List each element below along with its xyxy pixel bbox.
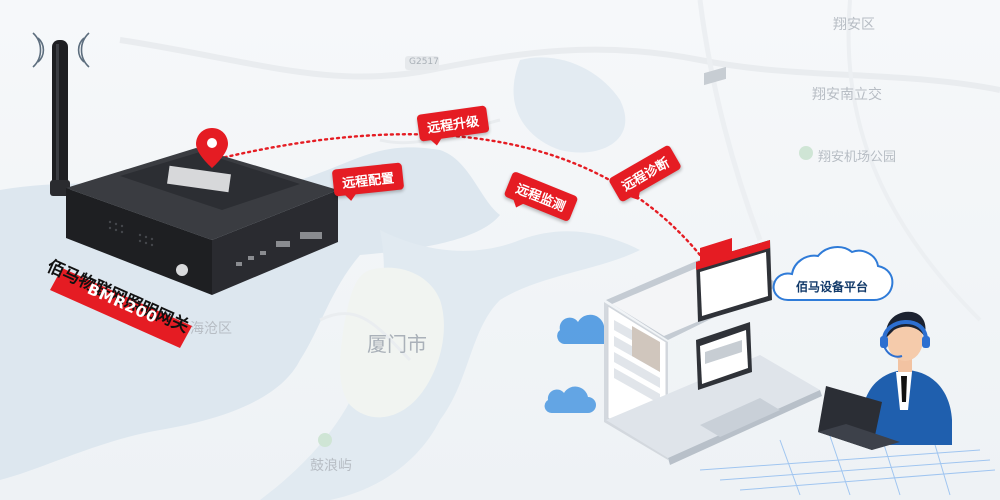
road <box>697 0 763 241</box>
platform-name: 佰马设备平台 <box>796 280 869 294</box>
map-label-gulangyu: 鼓浪屿 <box>310 458 352 474</box>
cloud-icon <box>557 314 613 344</box>
map-label-xiangan-district: 翔安区 <box>833 17 875 33</box>
cloud-icon <box>544 386 596 414</box>
model-ribbon <box>50 268 192 348</box>
platform-cloud-icon <box>772 246 894 301</box>
connection-arc <box>211 133 702 257</box>
map-label-haicang-district: 海沧区 <box>190 321 232 337</box>
road <box>319 312 412 362</box>
highway-shield-icon <box>405 56 439 70</box>
antenna-icon <box>50 40 70 196</box>
gateway-device-icon <box>66 148 338 295</box>
location-pin-icon <box>196 128 228 168</box>
map-label-highway: G2517 <box>409 57 439 67</box>
dashboard-panel-icon <box>696 322 752 390</box>
sea-area <box>260 230 640 500</box>
wifi-signal-icon <box>32 32 90 68</box>
park-marker-icon <box>318 433 332 447</box>
map-label-xiangan-nanlijiao: 翔安南立交 <box>812 87 882 103</box>
road <box>119 37 1000 93</box>
operator-icon <box>818 311 952 450</box>
dashboard-panel-icon <box>700 238 732 266</box>
map-label-xiamen-city: 厦门市 <box>367 332 427 356</box>
dashboard-panel-icon <box>696 66 772 322</box>
park-marker-icon <box>799 146 813 160</box>
road <box>846 0 982 322</box>
map-label-xiangan-airport-park: 翔安机场公园 <box>818 150 897 165</box>
sea-area <box>513 57 626 153</box>
